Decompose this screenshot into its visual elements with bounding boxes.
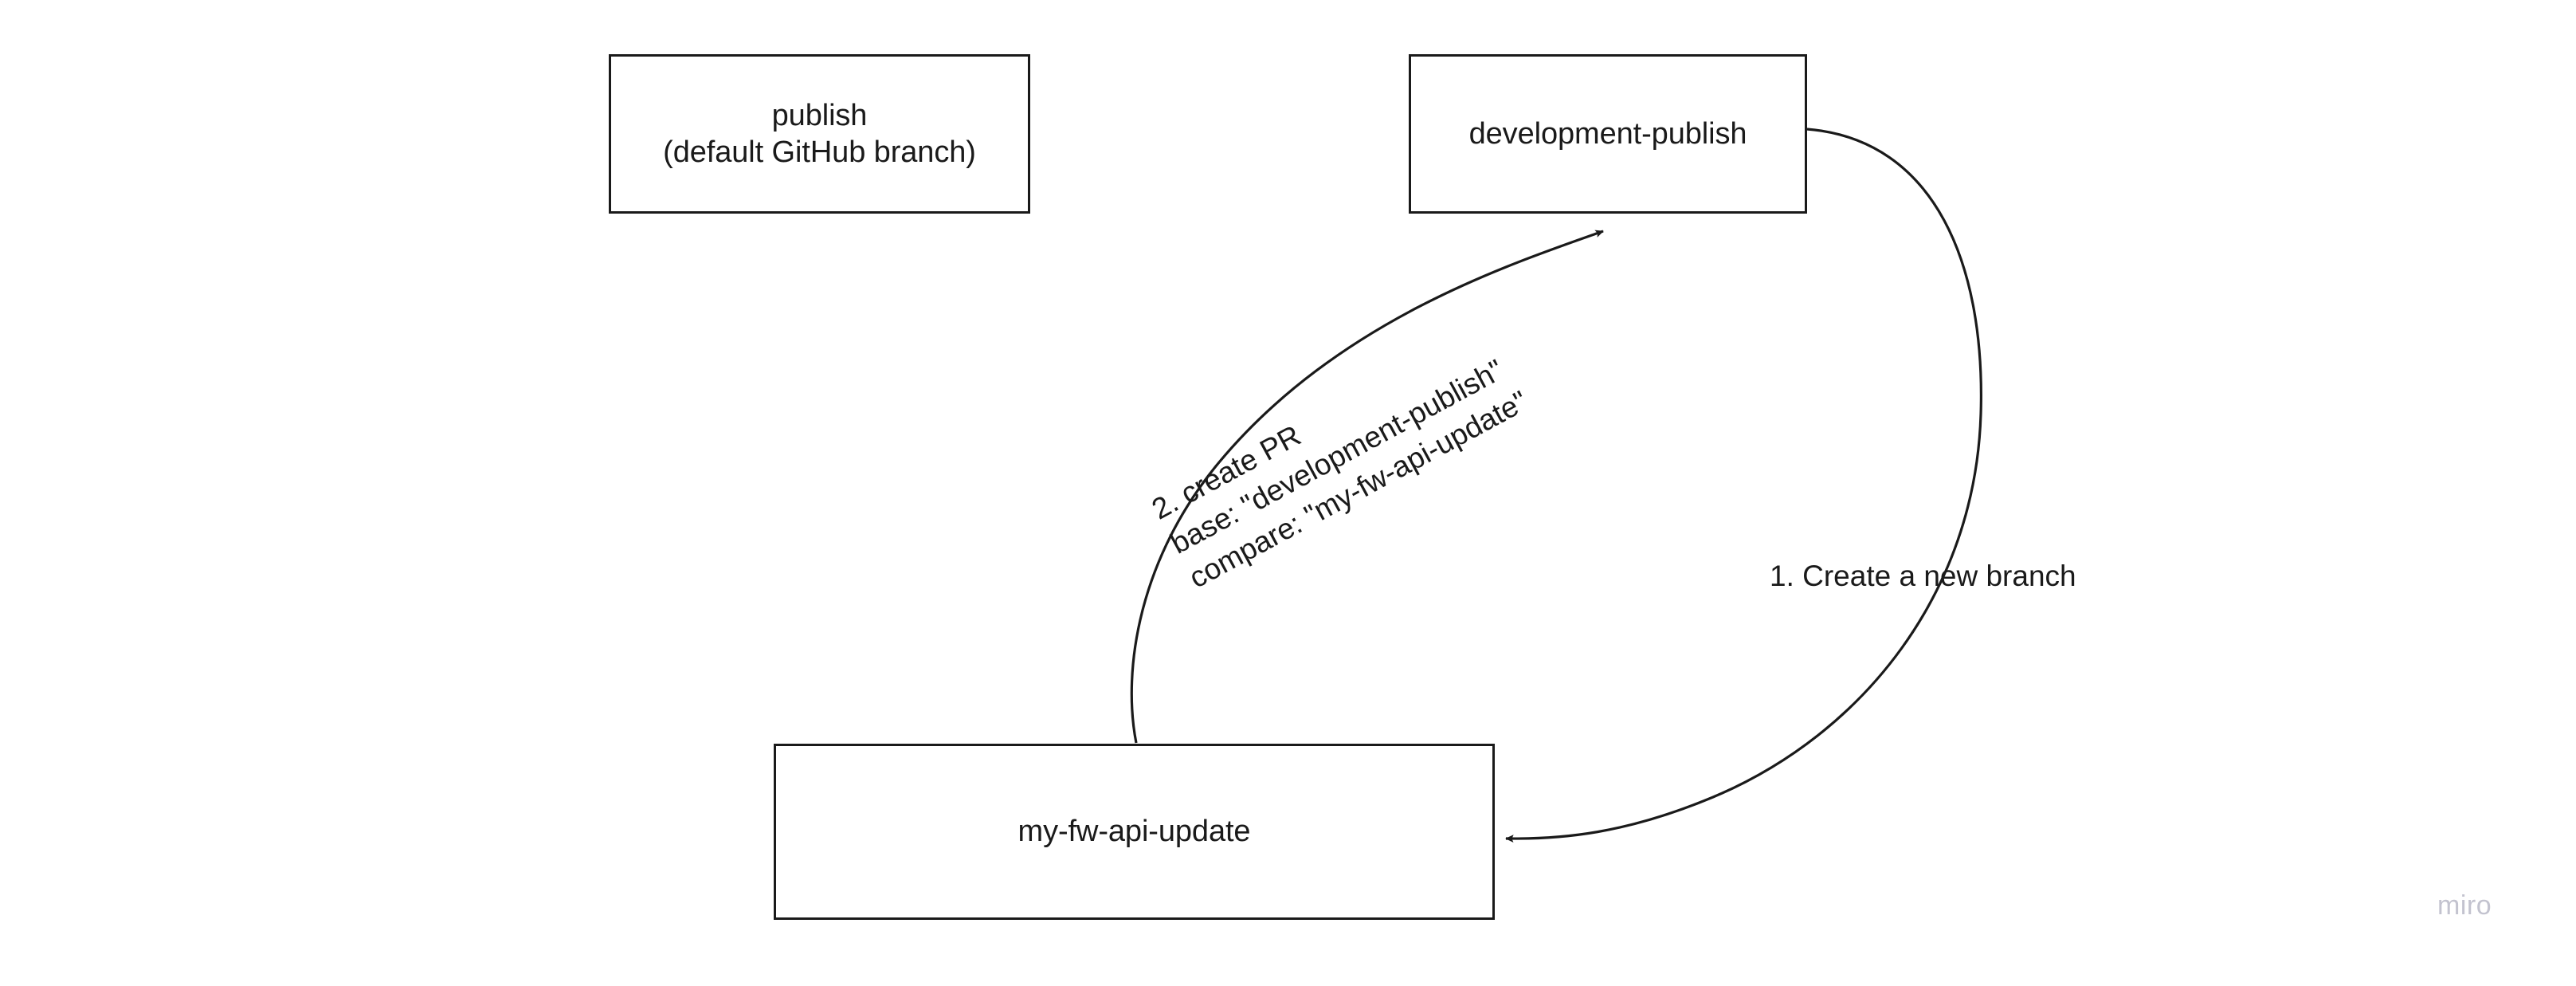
miro-watermark: miro — [2437, 890, 2492, 921]
node-my-fw-api-update-label: my-fw-api-update — [1017, 815, 1251, 849]
node-publish[interactable]: publish (default GitHub branch) — [609, 54, 1030, 214]
edge-create-pr-path — [1130, 230, 1604, 744]
node-development-publish-label: development-publish — [1468, 116, 1747, 151]
node-development-publish[interactable]: development-publish — [1409, 54, 1807, 214]
node-publish-label: publish (default GitHub branch) — [663, 98, 976, 169]
edge-label-create-branch[interactable]: 1. Create a new branch — [1770, 560, 2076, 592]
edge-create-branch-path — [1505, 128, 1982, 843]
node-my-fw-api-update[interactable]: my-fw-api-update — [774, 744, 1495, 920]
